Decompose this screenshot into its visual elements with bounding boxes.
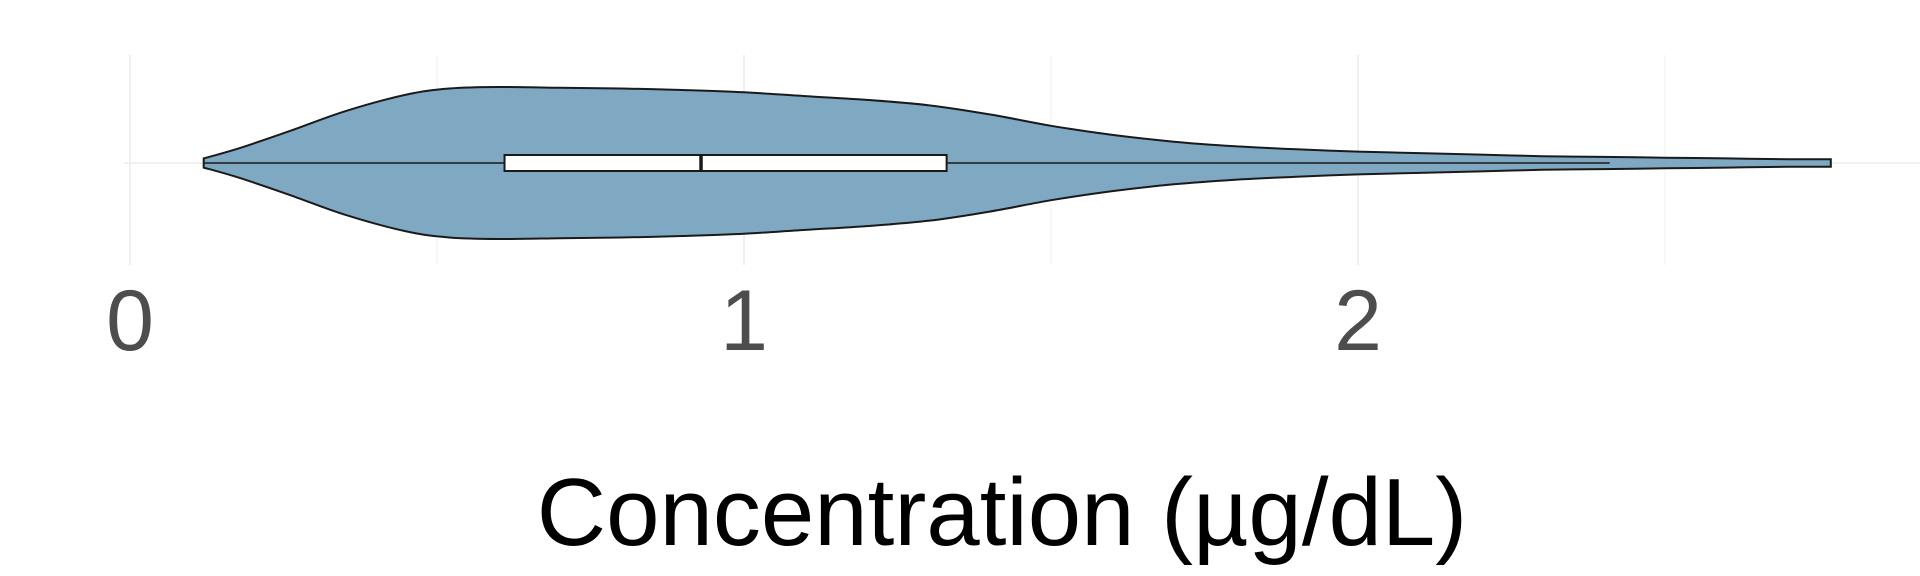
iqr-box <box>503 154 948 172</box>
boxplot-layer <box>203 154 1610 172</box>
x-axis-title: Concentration (µg/dL) <box>537 459 1467 566</box>
x-tick-label: 2 <box>1334 273 1382 369</box>
x-axis-tick-labels: 0 1 2 <box>106 273 1382 369</box>
x-tick-label: 0 <box>106 273 154 369</box>
x-tick-label: 1 <box>720 273 768 369</box>
